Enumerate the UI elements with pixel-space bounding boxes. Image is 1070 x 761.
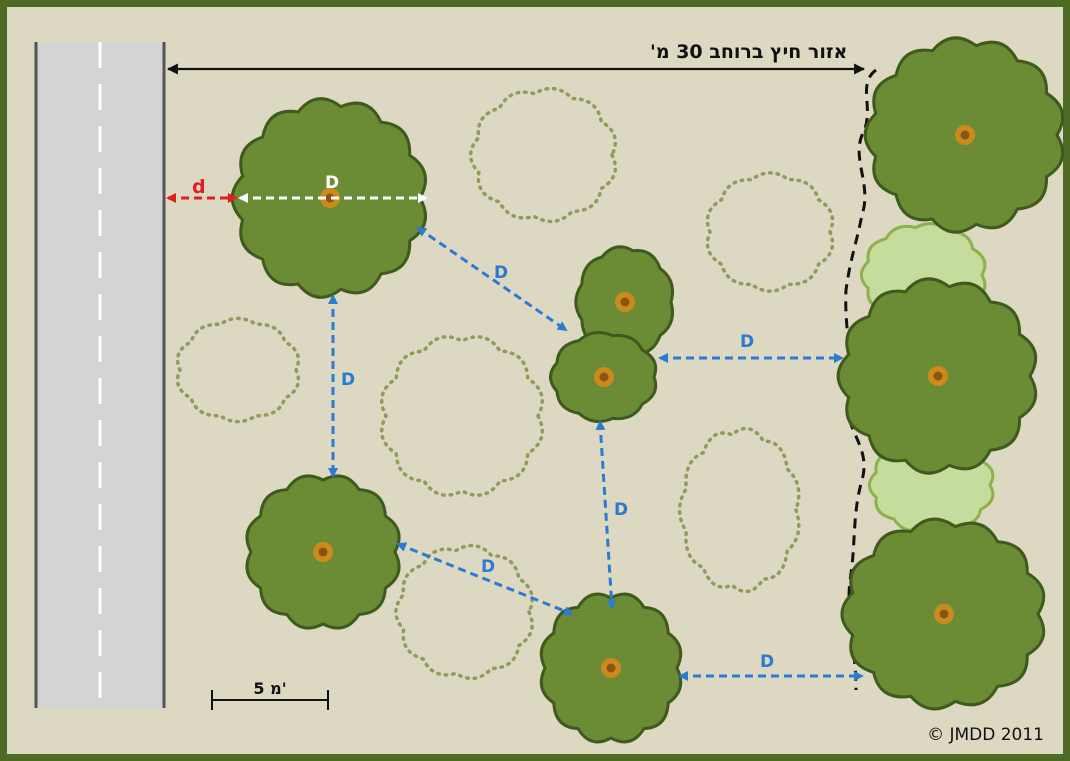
distance-label-2: D <box>341 370 355 390</box>
buffer-zone-title: אזור חיץ ברוחב 30 מ' <box>650 41 847 63</box>
tree-4 <box>247 476 399 628</box>
scale-label: 5 מ' <box>253 679 286 698</box>
distance-label-5: D <box>481 557 495 577</box>
distance-label-4: D <box>614 500 628 520</box>
setback-label-d: d <box>192 176 206 198</box>
copyright-text: © JMDD 2011 <box>927 725 1044 745</box>
distance-label-6: D <box>760 652 774 672</box>
tree-3 <box>551 332 656 421</box>
distance-label-1: D <box>494 263 508 283</box>
tree-5 <box>541 594 680 742</box>
crown-diameter-label: D <box>325 173 339 193</box>
distance-label-3: D <box>740 332 754 352</box>
road <box>34 42 166 708</box>
